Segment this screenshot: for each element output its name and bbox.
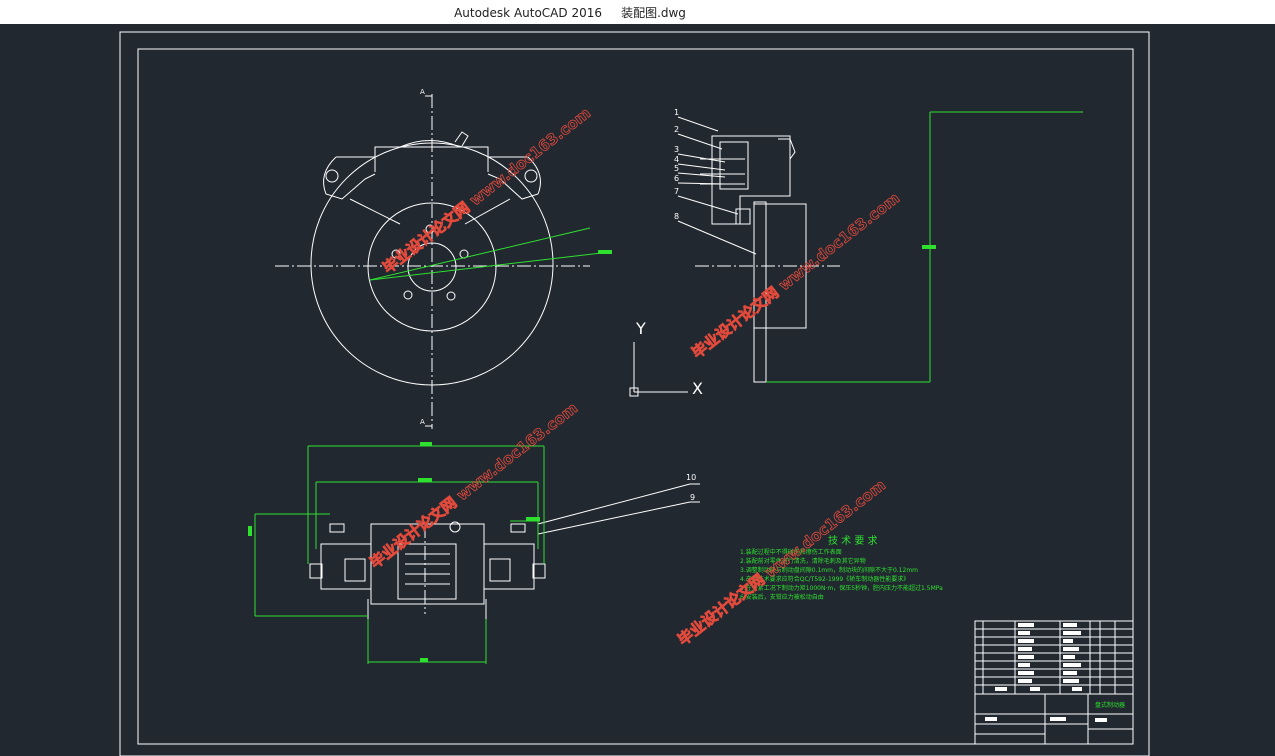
- part-number: 1: [674, 108, 679, 117]
- bolt-top-left: [329, 523, 345, 533]
- part-number: 10: [686, 473, 696, 482]
- leader-line: [677, 172, 726, 178]
- part-number: 6: [674, 174, 679, 183]
- caliper-arms: [349, 198, 511, 225]
- dim-line: [369, 227, 591, 281]
- leader-line: [677, 220, 757, 255]
- ear-hole-right: [524, 169, 538, 183]
- watermark: 毕业设计论文网 www.doc163.com: [366, 399, 581, 572]
- caliper-arch: [399, 140, 461, 148]
- sheet-inner-border: [137, 48, 1134, 745]
- bolt-hole: [425, 224, 435, 234]
- section-label: A: [420, 88, 425, 96]
- pad-section: [735, 208, 751, 225]
- caliper-right-ear: [487, 156, 541, 200]
- tech-req-line: 6.安装后，支钳应力被松动自由: [740, 593, 824, 601]
- title-block-name: 盘式制动器: [1095, 701, 1125, 709]
- title-block-text-marks: [985, 623, 1107, 722]
- leader-9: [537, 501, 691, 535]
- part-number: 8: [674, 212, 679, 221]
- bleeder-fitting: [449, 521, 461, 533]
- axis-label-x: X: [692, 379, 703, 398]
- bolt-head-left: [309, 563, 323, 579]
- bolt-head-right: [532, 563, 546, 579]
- caliper-left-ear: [323, 156, 376, 200]
- guide-pin-right: [489, 558, 511, 582]
- leader-line: [677, 133, 723, 150]
- piston-block: [397, 543, 457, 600]
- dimension-values: [248, 245, 936, 662]
- part-number-labels: 1 2 3 4 5 6 7 8 10 9: [674, 108, 696, 502]
- part-number: 2: [674, 125, 679, 134]
- drawing-canvas[interactable]: 1 2 3 4 5 6 7 8 10 9 A A Y X 技 术 要 求 1.装…: [0, 24, 1275, 756]
- tech-req-line: 5.在夹紧工况下制动力矩1000N·m，保压5秒钟，腔内压力不能超过1.5MPa: [740, 584, 943, 592]
- window-title: Autodesk AutoCAD 2016 装配图.dwg: [0, 4, 1140, 21]
- leader-10: [537, 483, 691, 525]
- caliper-right-block: [483, 543, 535, 590]
- part-number: 4: [674, 155, 679, 164]
- file-name: 装配图.dwg: [621, 6, 686, 20]
- bolt-top-right: [510, 523, 526, 533]
- bolt-hole: [391, 249, 401, 259]
- tech-req-line: 1.装配过程中不得碰伤和擦伤工作表面: [740, 548, 842, 556]
- piston-section: [719, 141, 749, 190]
- bolt-hole: [403, 290, 413, 300]
- tech-req-line: 4.产品技术要求应符合QC/T592-1999《轿车制动器性能要求》: [740, 575, 909, 583]
- caliper-section: [711, 135, 791, 225]
- part-number: 7: [674, 187, 679, 196]
- caliper-left-block: [320, 543, 372, 590]
- leader-line: [677, 116, 719, 132]
- tech-req-title: 技 术 要 求: [828, 534, 878, 547]
- tech-req-line: 2.装配前对零件进行清洗，清除毛刺及其它异物: [740, 557, 866, 565]
- bolt-hole: [446, 291, 456, 301]
- leader-line: [677, 163, 726, 171]
- part-number: 9: [690, 493, 695, 502]
- technical-requirements: 技 术 要 求 1.装配过程中不得碰伤和擦伤工作表面 2.装配前对零件进行清洗，…: [740, 534, 943, 601]
- tech-req-line: 3.调整制动块与制动盘间隙0.1mm，制动块的间隙不大于0.12mm: [740, 566, 918, 574]
- title-block: [974, 620, 1134, 745]
- drawing-svg: 1 2 3 4 5 6 7 8 10 9 A A Y X 技 术 要 求 1.装…: [119, 31, 1150, 756]
- disc-section: [753, 201, 767, 383]
- window-titlebar: Autodesk AutoCAD 2016 装配图.dwg: [0, 0, 1275, 24]
- ear-hole-left: [325, 169, 339, 183]
- side-view: [677, 116, 840, 383]
- axis-label-y: Y: [635, 319, 646, 338]
- caliper-center-body: [370, 523, 485, 605]
- ucs-icon: [629, 342, 688, 397]
- part-number: 3: [674, 145, 679, 154]
- dim-line: [369, 251, 611, 281]
- watermark: 毕业设计论文网 www.doc163.com: [688, 189, 903, 362]
- leader-line: [677, 182, 726, 185]
- front-view: [275, 94, 590, 429]
- watermark: 毕业设计论文网 www.doc163.com: [379, 104, 594, 277]
- leader-line: [677, 195, 739, 215]
- app-title: Autodesk AutoCAD 2016: [454, 6, 602, 20]
- bleeder-screw: [454, 131, 469, 147]
- guide-pin-left: [344, 558, 366, 582]
- part-number: 5: [674, 164, 679, 173]
- dimension-lines: [254, 111, 1083, 664]
- leader-line: [677, 153, 726, 163]
- caliper-edge: [778, 138, 796, 160]
- section-label: A: [420, 418, 425, 426]
- top-view: [309, 483, 700, 619]
- sheet-outer-border: [119, 31, 1150, 756]
